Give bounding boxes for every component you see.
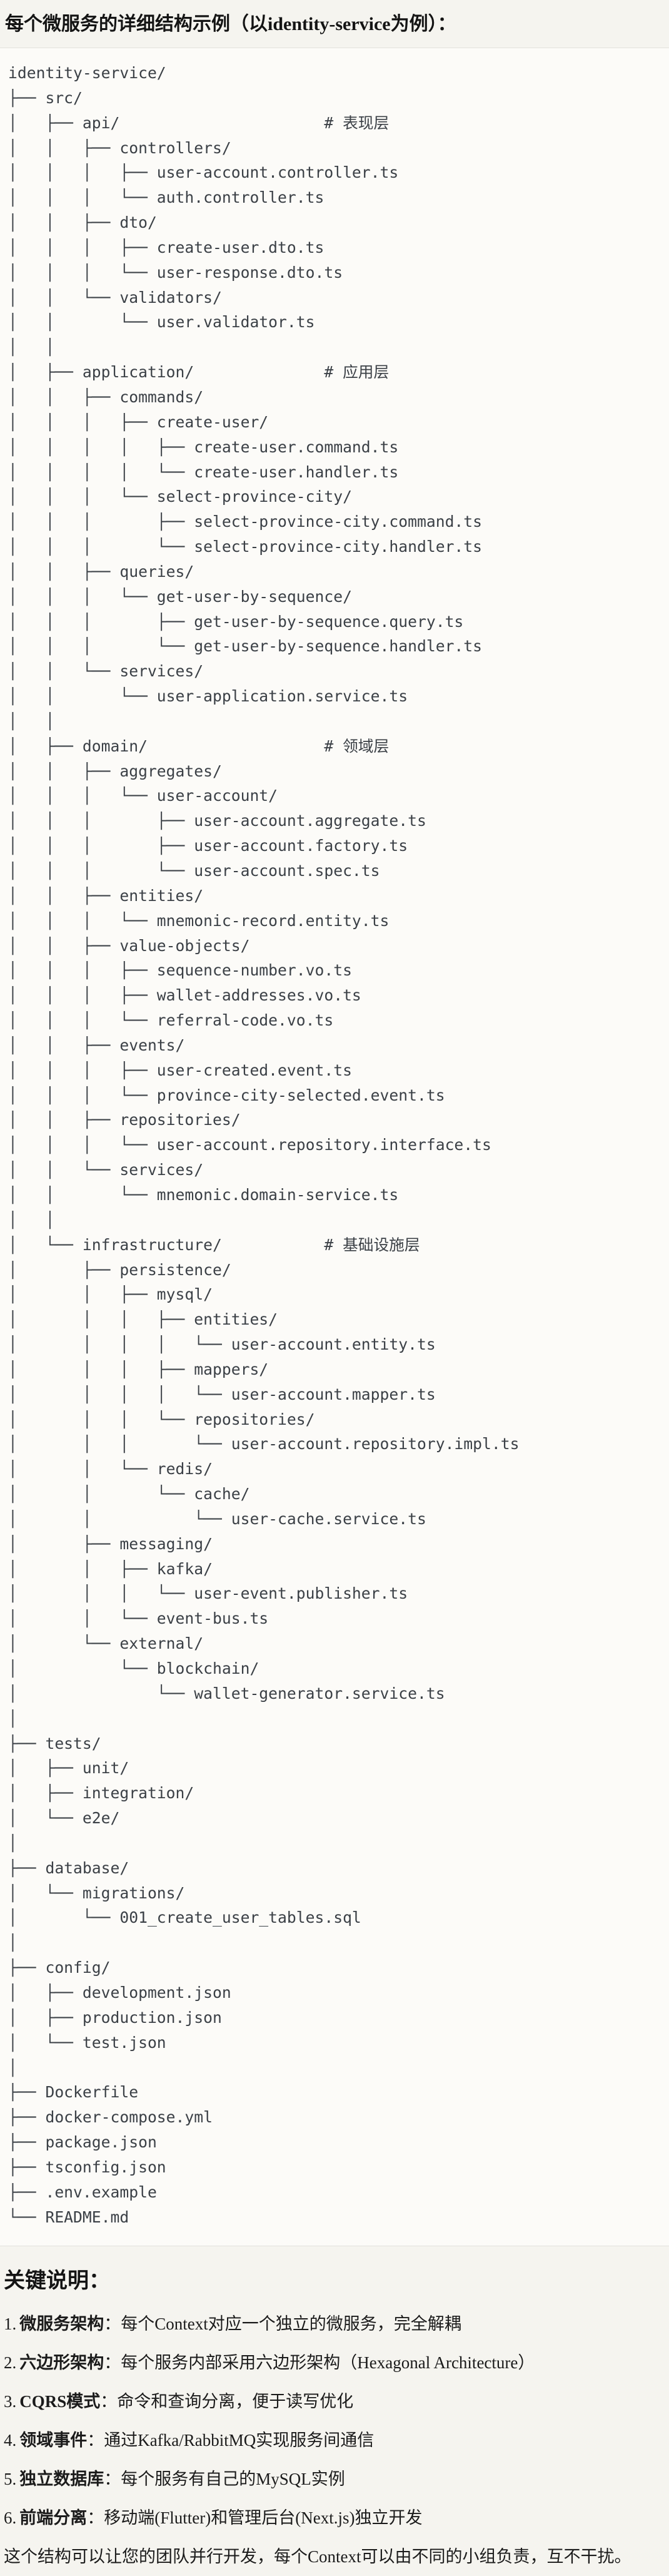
file-tree-block: identity-service/ ├── src/ │ ├── api/ # … — [0, 48, 669, 2247]
note-item-frontend-split: 6.前端分离：移动端(Flutter)和管理后台(Next.js)独立开发 — [4, 2507, 664, 2528]
closing-paragraph: 这个结构可以让您的团队并行开发，每个Context可以由不同的小组负责，互不干扰… — [4, 2547, 631, 2567]
note-item-microservices: 1.微服务架构：每个Context对应一个独立的微服务，完全解耦 — [4, 2313, 664, 2334]
note-desc: 每个服务有自己的MySQL实例 — [121, 2470, 345, 2489]
note-term: 领域事件 — [19, 2431, 88, 2450]
note-term: 微服务架构 — [19, 2314, 104, 2334]
note-term: 六边形架构 — [19, 2353, 104, 2373]
note-term: 前端分离 — [19, 2508, 88, 2528]
note-desc: 每个Context对应一个独立的微服务，完全解耦 — [121, 2314, 461, 2334]
note-desc: 命令和查询分离，便于读写优化 — [117, 2392, 354, 2411]
note-number: 3. — [4, 2392, 17, 2411]
note-colon: ： — [104, 2470, 121, 2489]
note-number: 1. — [4, 2314, 17, 2334]
note-item-independent-db: 5.独立数据库：每个服务有自己的MySQL实例 — [4, 2468, 664, 2490]
note-colon: ： — [87, 2431, 104, 2450]
note-term: CQRS模式 — [19, 2392, 101, 2411]
note-number: 4. — [4, 2431, 17, 2450]
note-number: 6. — [4, 2508, 17, 2528]
notes-heading: 关键说明： — [4, 2269, 110, 2293]
note-term: 独立数据库 — [19, 2470, 104, 2489]
notes-section: 关键说明： 1.微服务架构：每个Context对应一个独立的微服务，完全解耦 2… — [0, 2267, 669, 2575]
note-item-hexagonal: 2.六边形架构：每个服务内部采用六边形架构（Hexagonal Architec… — [4, 2352, 664, 2373]
note-colon: ： — [104, 2314, 121, 2334]
note-item-cqrs: 3.CQRS模式：命令和查询分离，便于读写优化 — [4, 2391, 664, 2412]
note-number: 5. — [4, 2470, 17, 2489]
note-desc: 通过Kafka/RabbitMQ实现服务间通信 — [104, 2431, 375, 2450]
note-colon: ： — [87, 2508, 104, 2528]
note-item-domain-events: 4.领域事件：通过Kafka/RabbitMQ实现服务间通信 — [4, 2430, 664, 2451]
note-number: 2. — [4, 2353, 17, 2373]
file-tree-text: identity-service/ ├── src/ │ ├── api/ # … — [8, 64, 520, 2226]
page-title: 每个微服务的详细结构示例（以identity-service为例）： — [5, 14, 456, 34]
note-colon: ： — [104, 2353, 121, 2373]
note-desc: 移动端(Flutter)和管理后台(Next.js)独立开发 — [104, 2508, 423, 2528]
note-desc: 每个服务内部采用六边形架构（Hexagonal Architecture） — [121, 2353, 535, 2373]
note-colon: ： — [100, 2392, 118, 2411]
